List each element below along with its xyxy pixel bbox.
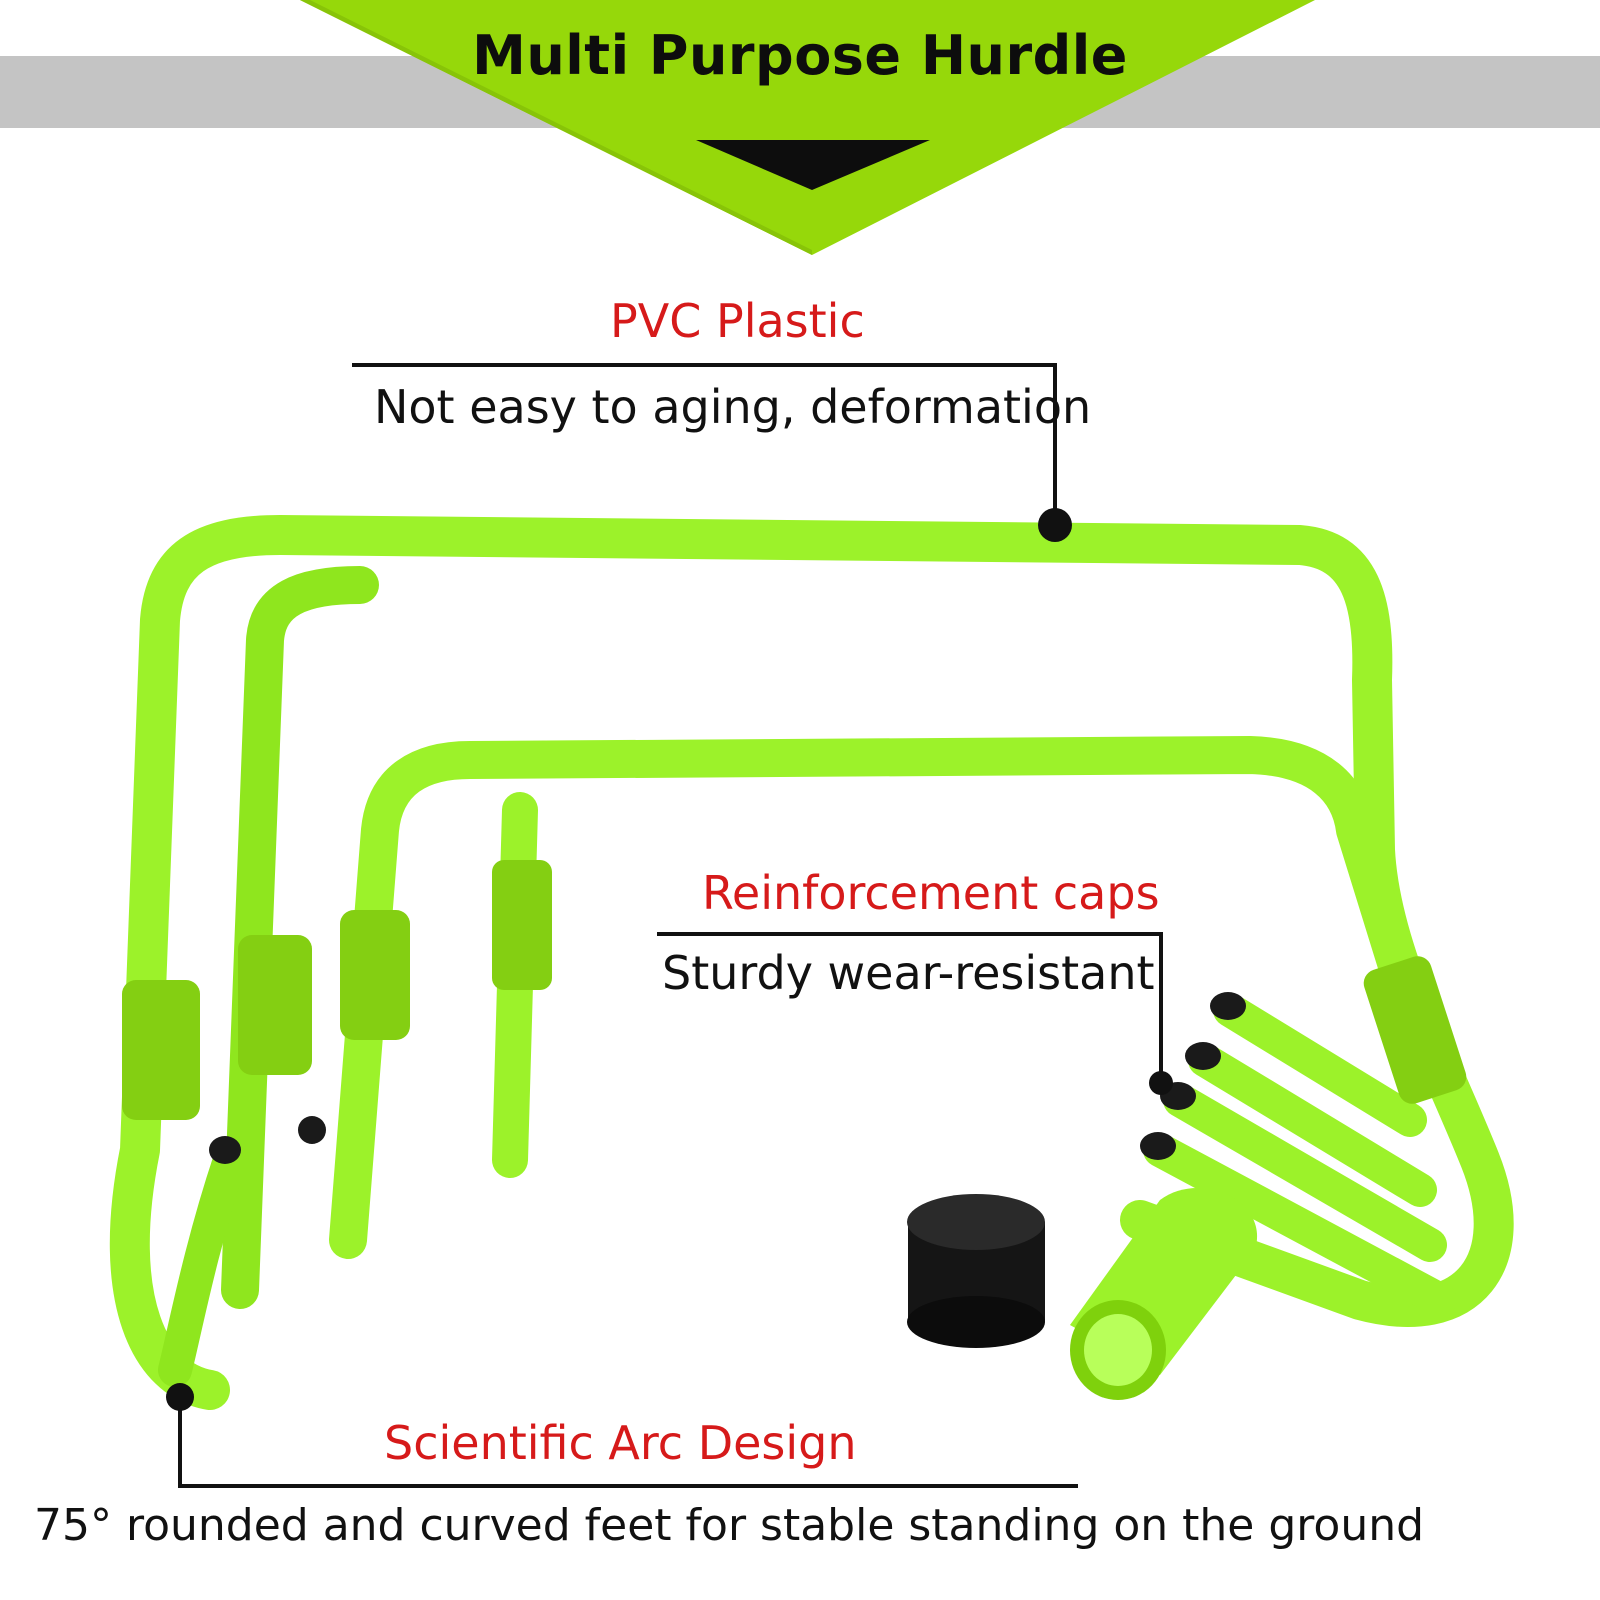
left-foot-curve	[158, 1143, 247, 1387]
caps-callout-description: Sturdy wear-resistant	[662, 946, 1155, 1000]
right-foot-2	[1188, 1043, 1437, 1207]
banner-chevron-shadow	[300, 0, 812, 255]
pvc-callout-title: PVC Plastic	[610, 294, 865, 348]
banner-down-arrow	[696, 140, 930, 190]
banner-green-chevron	[300, 0, 1315, 255]
loose-tube-end	[1070, 1188, 1258, 1400]
page-title: Multi Purpose Hurdle	[472, 24, 1128, 87]
arc-callout-description: 75° rounded and curved feet for stable s…	[34, 1500, 1425, 1551]
right-foot-3	[1163, 1083, 1447, 1262]
medium-hurdle-frame	[329, 736, 1439, 1259]
right-foot-4	[1143, 1133, 1457, 1317]
right-foot-1	[1213, 993, 1427, 1137]
second-hurdle-frame	[221, 566, 379, 1309]
large-hurdle-frame	[109, 515, 1514, 1410]
loose-black-cap	[907, 1194, 1045, 1348]
pvc-pointer-dot-icon	[1038, 508, 1072, 542]
connector-sleeves	[122, 860, 1467, 1120]
pvc-callout-description: Not easy to aging, deformation	[374, 380, 1092, 434]
arc-callout-title: Scientific Arc Design	[384, 1416, 857, 1470]
caps-leader-line	[657, 932, 1163, 1083]
arc-pointer-dot-icon	[166, 1383, 194, 1411]
caps-pointer-dot-icon	[1149, 1071, 1173, 1095]
caps-callout-title: Reinforcement caps	[702, 866, 1160, 920]
arc-leader-line	[178, 1397, 1078, 1488]
pvc-leader-line	[352, 363, 1057, 525]
